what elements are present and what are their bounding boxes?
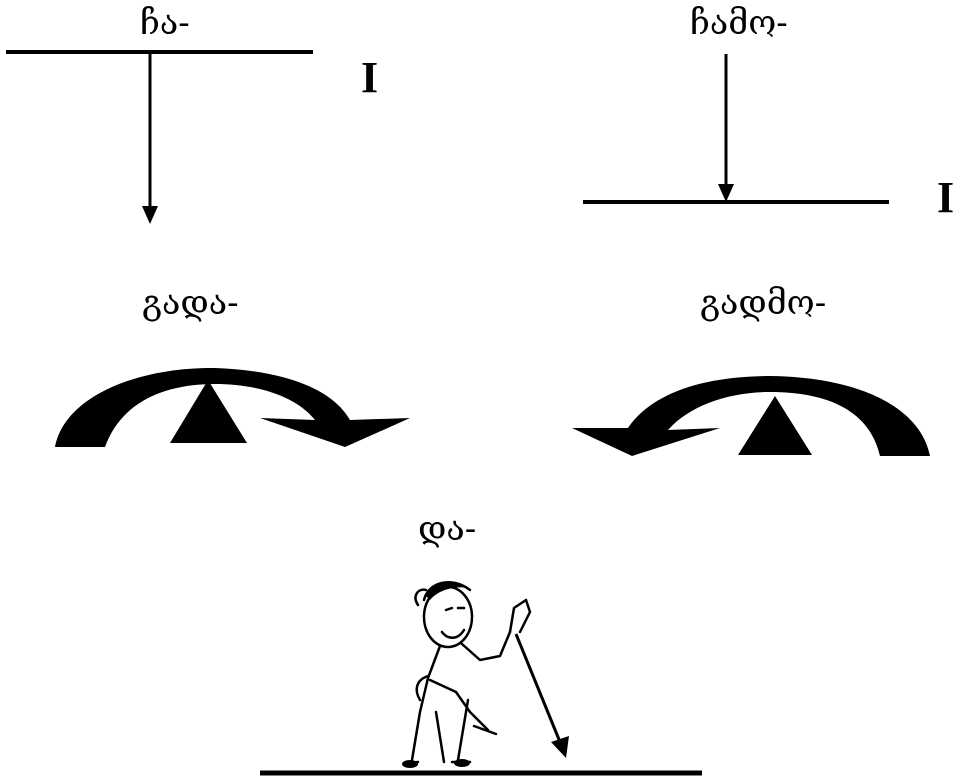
arc-arrow-left-icon <box>572 376 930 456</box>
down-arrow-from-line-icon <box>6 52 313 224</box>
arc-arrow-right-icon <box>55 368 410 447</box>
down-arrow-to-line-icon <box>583 54 889 202</box>
man-pointing-down-icon <box>260 582 702 773</box>
